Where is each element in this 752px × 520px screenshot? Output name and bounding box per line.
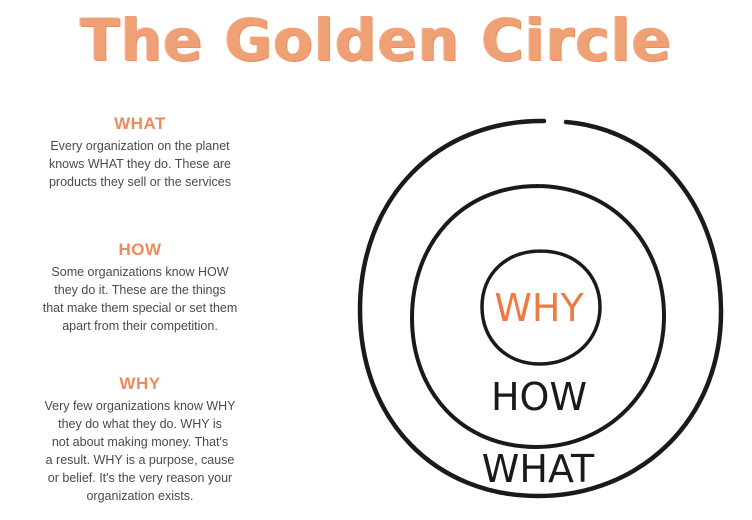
inner-ring xyxy=(480,249,602,366)
page-title: The Golden Circle xyxy=(80,6,672,74)
inner-label-why: WHY xyxy=(494,286,584,330)
section-why-line: organization exists. xyxy=(86,489,194,503)
section-what-text: Every organization on the planet knows W… xyxy=(20,137,260,191)
section-what-heading: WHAT xyxy=(114,114,166,133)
section-how-heading: HOW xyxy=(118,240,162,259)
section-how-text: Some organizations know HOW they do it. … xyxy=(20,263,260,335)
section-why-line: Very few organizations know WHY xyxy=(44,399,236,413)
section-how-line: apart from their competition. xyxy=(62,319,218,333)
section-what-line: Every organization on the planet xyxy=(50,139,230,153)
section-what-line: products they sell or the services xyxy=(48,175,232,189)
section-why-line: or belief. It's the very reason your xyxy=(47,471,233,485)
section-why-line: a result. WHY is a purpose, cause xyxy=(45,453,235,467)
section-why-heading: WHY xyxy=(119,374,161,393)
outer-ring xyxy=(357,118,724,499)
section-why-line: not about making money. That's xyxy=(51,435,229,449)
outer-label-what: WHAT xyxy=(482,447,595,491)
section-how-line: that make them special or set them xyxy=(42,301,238,315)
section-how-line: they do it. These are the things xyxy=(54,283,226,297)
golden-circle-diagram: WHY HOW WHAT xyxy=(357,118,724,499)
middle-label-how: HOW xyxy=(491,375,587,419)
section-why-line: they do what they do. WHY is xyxy=(58,417,222,431)
section-why-text: Very few organizations know WHY they do … xyxy=(20,397,260,505)
section-how-line: Some organizations know HOW xyxy=(51,265,229,279)
section-what: WHAT Every organization on the planet kn… xyxy=(20,114,260,191)
section-why: WHY Very few organizations know WHY they… xyxy=(20,374,260,505)
section-how: HOW Some organizations know HOW they do … xyxy=(20,240,260,335)
middle-ring xyxy=(409,184,667,450)
section-what-line: knows WHAT they do. These are xyxy=(48,157,232,171)
